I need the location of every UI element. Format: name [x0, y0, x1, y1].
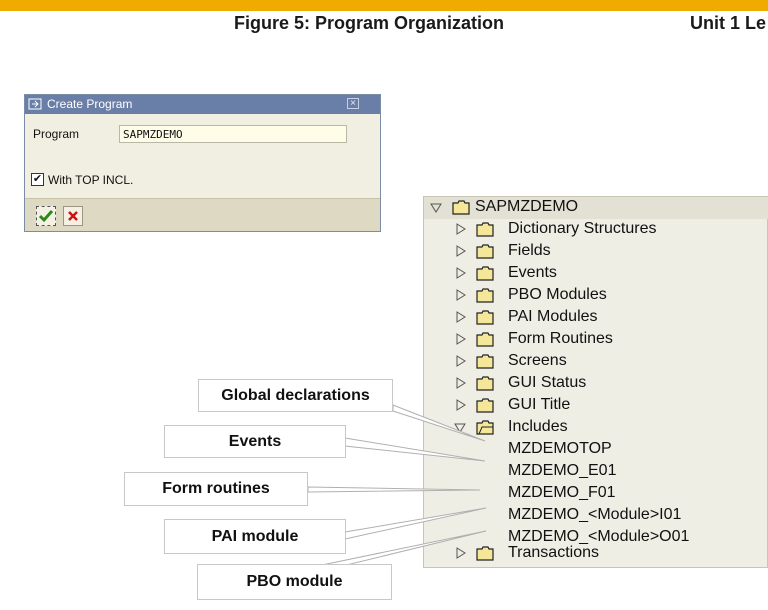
callout-events: Events [164, 425, 346, 458]
include-item-label: MZDEMO_F01 [508, 484, 616, 501]
tree-item-label: GUI Title [508, 396, 571, 413]
close-icon[interactable]: × [347, 98, 359, 109]
triangle-right-icon[interactable] [455, 289, 467, 301]
tree-item-label: GUI Status [508, 374, 587, 391]
folder-icon [476, 266, 494, 281]
confirm-button[interactable] [36, 206, 56, 226]
folder-icon [476, 310, 494, 325]
triangle-down-icon[interactable] [430, 202, 442, 214]
dialog-footer [25, 198, 380, 231]
unit-label: Unit 1 Le [690, 13, 767, 33]
include-item-label: MZDEMO_E01 [508, 462, 617, 479]
callout-form-routines: Form routines [124, 472, 308, 506]
tree-item-label: Form Routines [508, 330, 613, 347]
create-program-dialog: Create Program × Program SAPMZDEMO ✔ Wit… [24, 94, 381, 232]
red-x-icon [68, 211, 78, 221]
top-accent-bar [0, 0, 768, 11]
triangle-right-icon[interactable] [455, 399, 467, 411]
folder-icon [476, 332, 494, 347]
dialog-body: Program SAPMZDEMO ✔ With TOP INCL. [25, 114, 380, 198]
folder-icon [476, 546, 494, 561]
tree-item-label: Transactions [508, 544, 599, 561]
callout-pbo-module: PBO module [197, 564, 392, 600]
green-checkmark-icon [38, 210, 54, 223]
include-item-label: MZDEMOTOP [508, 440, 612, 457]
triangle-right-icon[interactable] [455, 377, 467, 389]
triangle-right-icon[interactable] [455, 355, 467, 367]
program-label: Program [33, 127, 80, 141]
open-folder-icon [476, 420, 494, 435]
triangle-right-icon[interactable] [455, 333, 467, 345]
callout-global-declarations: Global declarations [198, 379, 393, 412]
folder-icon [476, 288, 494, 303]
tree-item-label: PAI Modules [508, 308, 598, 325]
folder-icon [476, 398, 494, 413]
dialog-title: Create Program [47, 97, 133, 111]
folder-icon [476, 376, 494, 391]
tree-item-label: Screens [508, 352, 567, 369]
folder-icon [476, 244, 494, 259]
tree-item-label: Includes [508, 418, 568, 435]
triangle-right-icon[interactable] [455, 245, 467, 257]
include-item-label: MZDEMO_<Module>O01 [508, 528, 690, 545]
triangle-down-icon[interactable] [454, 422, 466, 434]
tree-root-label: SAPMZDEMO [475, 198, 579, 215]
triangle-right-icon[interactable] [455, 311, 467, 323]
tree-item-label: Events [508, 264, 557, 281]
include-item-label: MZDEMO_<Module>I01 [508, 506, 682, 523]
folder-icon [476, 354, 494, 369]
create-icon [28, 98, 42, 110]
tree-item-label: PBO Modules [508, 286, 607, 303]
tree-item-label: Fields [508, 242, 551, 259]
tree-root-row-bg [424, 197, 768, 219]
folder-icon [476, 222, 494, 237]
top-include-checkbox[interactable]: ✔ [31, 173, 44, 186]
top-include-label: With TOP INCL. [48, 173, 134, 187]
cancel-button[interactable] [63, 206, 83, 226]
triangle-right-icon[interactable] [455, 267, 467, 279]
folder-icon [452, 200, 470, 215]
callout-pai-module: PAI module [164, 519, 346, 554]
dialog-title-bar: Create Program × [25, 95, 380, 114]
triangle-right-icon[interactable] [455, 223, 467, 235]
program-input[interactable]: SAPMZDEMO [119, 125, 347, 143]
tree-item-label: Dictionary Structures [508, 220, 657, 237]
figure-title: Figure 5: Program Organization [234, 13, 505, 33]
object-tree: SAPMZDEMO Dictionary Structures Fields E… [423, 196, 768, 568]
triangle-right-icon[interactable] [455, 547, 467, 559]
